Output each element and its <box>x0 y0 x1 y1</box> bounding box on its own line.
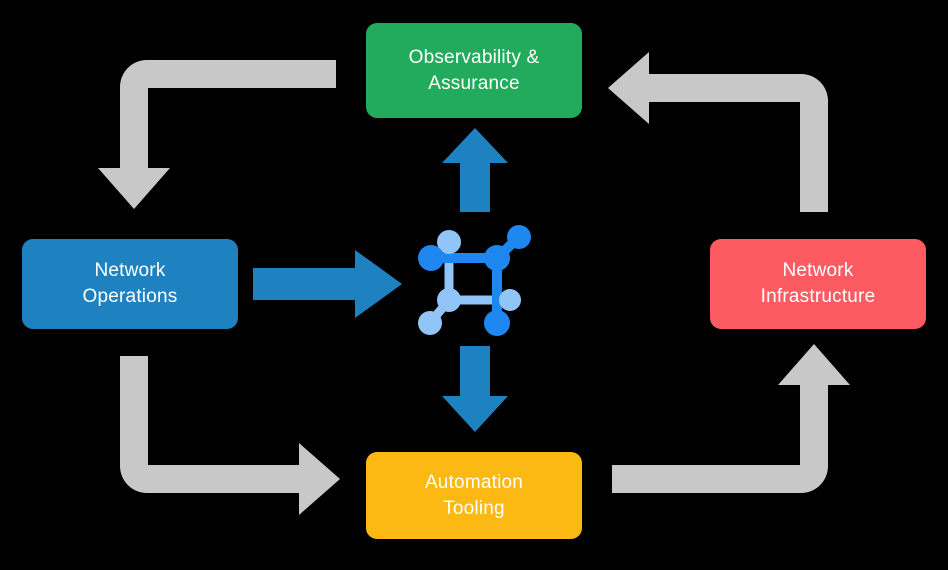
node-network-infrastructure-label: Network Infrastructure <box>760 260 876 307</box>
node-network-operations-label: Network Operations <box>82 260 178 307</box>
network-topology-icon <box>418 225 531 336</box>
node-automation-tooling-label: Automation Tooling <box>424 471 524 519</box>
connector-operations-to-center <box>253 250 402 318</box>
topology-nodes-primary <box>418 225 531 336</box>
node-observability-assurance[interactable]: Observability & Assurance <box>366 23 582 118</box>
topology-nodes-secondary <box>418 230 521 335</box>
node-automation-tooling[interactable]: Automation Tooling <box>366 452 582 539</box>
connector-automation-to-infrastructure <box>612 344 850 493</box>
node-network-operations[interactable]: Network Operations <box>22 239 238 329</box>
connector-operations-to-automation <box>120 356 340 515</box>
connector-center-to-automation <box>442 346 508 432</box>
node-network-infrastructure[interactable]: Network Infrastructure <box>710 239 926 329</box>
connector-center-to-observability <box>442 128 508 212</box>
node-observability-assurance-label: Observability & Assurance <box>408 46 540 94</box>
connector-observability-to-operations <box>98 60 336 209</box>
connector-infrastructure-to-observability <box>608 52 828 212</box>
